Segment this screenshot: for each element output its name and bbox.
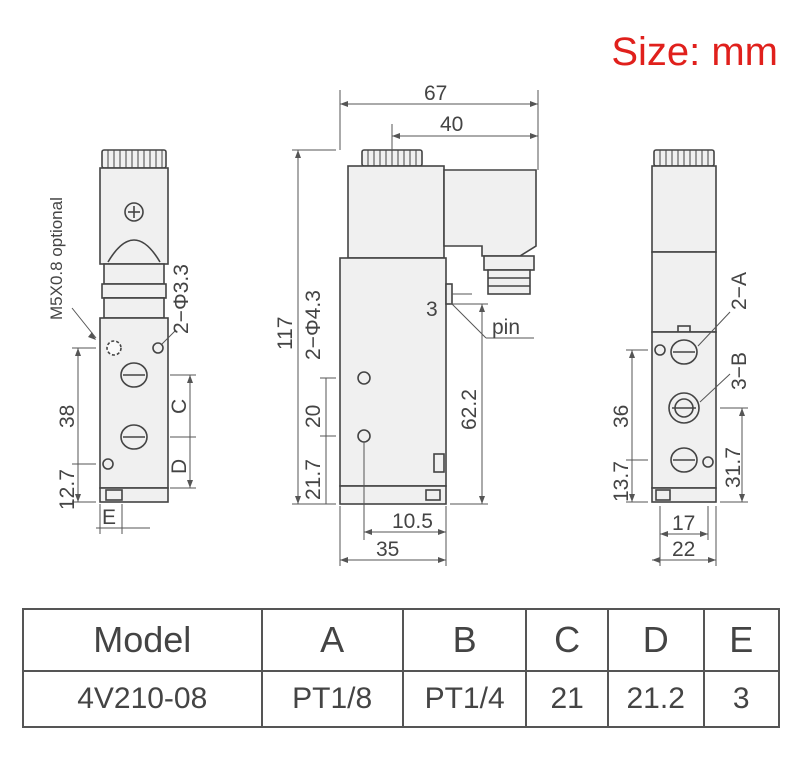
- spec-table: Model A B C D E 4V210-08 PT1/8 PT1/4 21 …: [22, 608, 780, 728]
- label-e: E: [102, 506, 116, 529]
- dim-3: 3: [426, 298, 438, 321]
- coil-collar-lower: [101, 283, 167, 299]
- cell-b: PT1/4: [401, 670, 528, 728]
- pin-label: pin: [492, 316, 520, 339]
- dim-12-7: 12.7: [56, 469, 79, 510]
- base-slot: [655, 489, 671, 501]
- mount-hole-top: [152, 342, 164, 354]
- coil-collar: [103, 263, 165, 285]
- dim-10-5: 10.5: [392, 510, 433, 533]
- dim-117: 117: [274, 317, 297, 350]
- header-d: D: [606, 608, 705, 672]
- dim-35: 35: [376, 538, 399, 561]
- connector-nut: [483, 255, 535, 271]
- size-unit-label: Size: mm: [611, 30, 778, 74]
- dim-17: 17: [672, 512, 695, 535]
- valve-body: [339, 257, 447, 487]
- port-b-label: 3−B: [728, 352, 751, 390]
- dim-22: 22: [672, 538, 695, 561]
- header-b: B: [401, 608, 528, 672]
- cell-e: 3: [702, 670, 780, 728]
- valve-base: [339, 485, 447, 505]
- header-c: C: [525, 608, 609, 672]
- header-e: E: [702, 608, 780, 672]
- cell-c: 21: [525, 670, 609, 728]
- side-tab: [433, 453, 445, 473]
- base-slot: [425, 489, 441, 501]
- mount-hole-bottom: [357, 429, 371, 443]
- left-side-view: [99, 149, 169, 503]
- mount-hole-bottom: [702, 456, 714, 468]
- top-tab: [677, 325, 691, 333]
- dim-62-2: 62.2: [458, 389, 481, 430]
- header-a: A: [260, 608, 404, 672]
- dim-20: 20: [302, 405, 325, 428]
- thread-note: M5X0.8 optional: [47, 197, 66, 320]
- dim-13-7: 13.7: [610, 461, 633, 502]
- header-model: Model: [22, 608, 263, 672]
- dim-36: 36: [610, 405, 633, 428]
- front-view: [339, 149, 537, 505]
- dim-21-7: 21.7: [302, 459, 325, 500]
- dim-38: 38: [56, 405, 79, 428]
- coil-base: [103, 297, 165, 319]
- pilot-port: [106, 340, 122, 356]
- coil-body: [651, 165, 717, 253]
- table-row: 4V210-08 PT1/8 PT1/4 21 21.2 3: [22, 670, 780, 728]
- cell-d: 21.2: [606, 670, 705, 728]
- connector-gland: [487, 269, 531, 295]
- coil-body: [347, 165, 445, 259]
- cell-a: PT1/8: [260, 670, 404, 728]
- dim-67: 67: [424, 82, 447, 105]
- port-a-label: 2−A: [728, 272, 751, 310]
- label-d: D: [168, 459, 191, 474]
- left-hole-note: 2−Φ3.3: [170, 264, 193, 334]
- plug-connector: [443, 169, 537, 257]
- table-header-row: Model A B C D E: [22, 608, 780, 672]
- dim-31-7: 31.7: [722, 447, 745, 488]
- mount-hole-bottom: [102, 458, 114, 470]
- pin: [445, 283, 453, 305]
- middle-hole-note: 2−Φ4.3: [302, 290, 325, 360]
- base-slot: [105, 489, 123, 501]
- dim-40: 40: [440, 113, 463, 136]
- valve-technical-drawing: M5X0.8 optional 2−Φ3.3 38 12.7 C D E 67 …: [47, 82, 751, 566]
- right-side-view: [651, 149, 717, 503]
- label-c: C: [168, 399, 191, 414]
- mount-hole-top: [357, 371, 371, 385]
- cell-model: 4V210-08: [22, 670, 263, 728]
- mount-hole-top: [654, 344, 666, 356]
- coil-lower: [651, 251, 717, 333]
